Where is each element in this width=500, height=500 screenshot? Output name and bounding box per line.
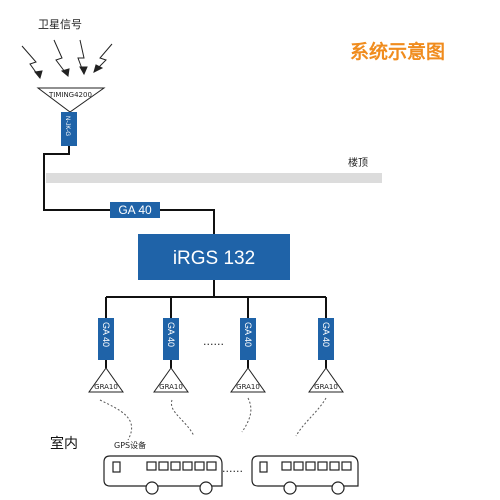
branch-amplifier-label: GA 40 [243,322,253,347]
uplink-amplifier-box [110,202,160,218]
indoor-antenna-label: GRA10 [314,383,338,391]
main-unit-label: iRGS 132 [173,248,255,269]
branch-amplifier-box [240,318,256,360]
indoor-antenna-icon [308,367,344,393]
branch-ellipsis: ...... [203,335,224,348]
indoor-antenna-label: GRA10 [159,383,183,391]
satellite-signal-arrows [21,39,113,80]
bus-icon [251,455,359,495]
uplink-amplifier-label: GA 40 [118,203,152,217]
satellite-signal-label: 卫星信号 [38,18,82,31]
branch-amplifier-box [98,318,114,360]
indoor-antenna-icon [153,367,189,393]
branch-amplifier-box [163,318,179,360]
antenna-model-label: TIMING4200 [48,91,92,99]
roof-antenna-icon [36,87,106,113]
indoor-label: 室内 [50,435,78,452]
indoor-antenna-label: GRA10 [94,383,118,391]
branch-amplifier-label: GA 40 [166,322,176,347]
connector-label: N-JK-G [64,116,70,136]
gps-device-label: GPS设备 [114,440,146,450]
roof-label: 楼顶 [348,156,368,169]
bus-ellipsis: ...... [222,462,243,475]
indoor-antenna-icon [230,367,266,393]
main-unit-box [138,234,290,280]
indoor-antenna-icon [88,367,124,393]
branch-amplifier-label: GA 40 [321,322,331,347]
roof-bar [46,173,382,183]
connector-block [61,112,77,146]
diagram-title: 系统示意图 [350,40,445,63]
uplink-cable [43,146,215,234]
branch-amplifier-box [318,318,334,360]
branch-amplifier-label: GA 40 [101,322,111,347]
radio-signal-paths [99,397,327,441]
indoor-antenna-label: GRA10 [236,383,260,391]
bus-icon [103,455,223,495]
